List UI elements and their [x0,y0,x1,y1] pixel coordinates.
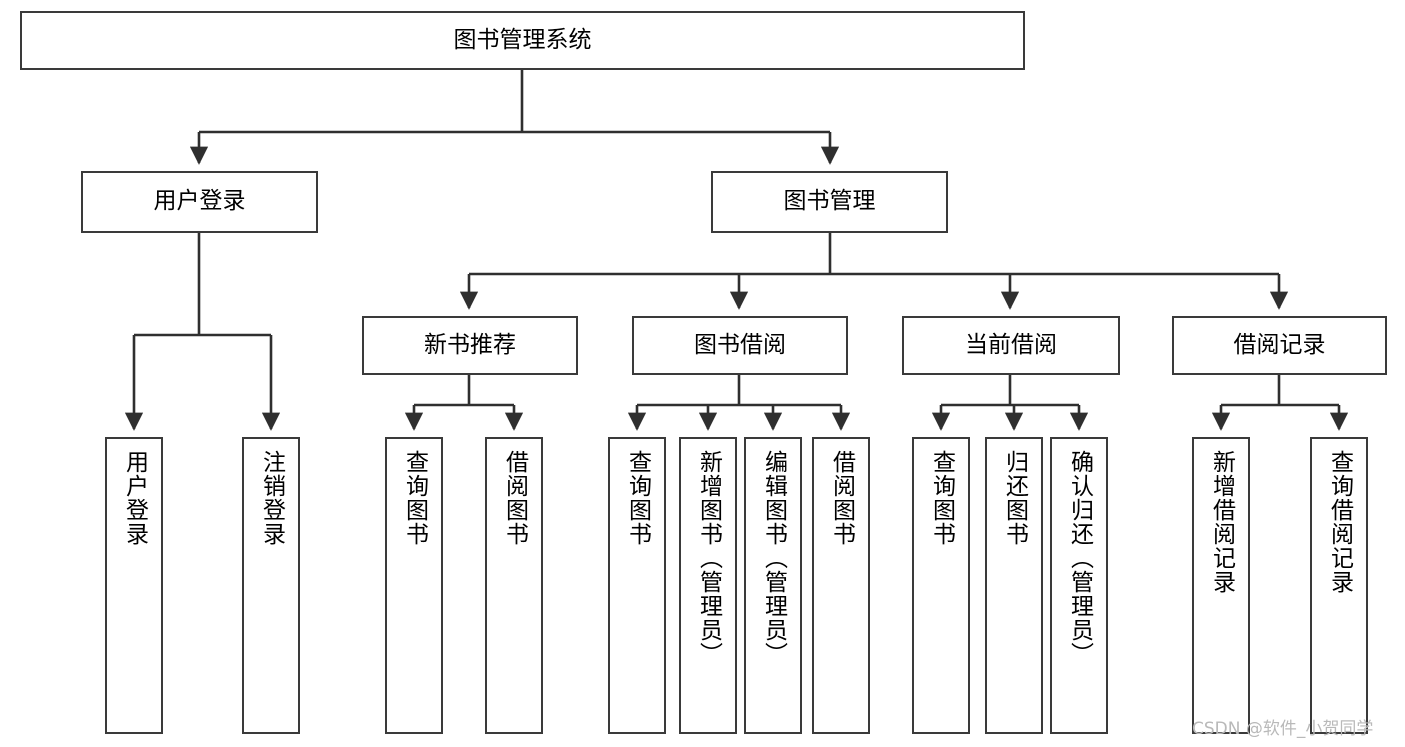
node-current-borrow[interactable]: 当前借阅 [902,316,1120,375]
node-leaf-query-record[interactable]: 查询借阅记录 [1310,437,1368,734]
node-book-borrow-label: 图书借阅 [694,331,786,358]
node-leaf-user-login-label: 用户登录 [121,450,148,546]
node-leaf-edit-book[interactable]: 编辑图书（管理员） [744,437,802,734]
node-current-borrow-label: 当前借阅 [965,331,1057,358]
node-user-login-label: 用户登录 [153,188,246,215]
node-leaf-query-book-cb-label: 查询图书 [928,450,955,546]
node-root-label: 图书管理系统 [453,26,592,53]
node-leaf-borrow-book-bb[interactable]: 借阅图书 [812,437,870,734]
node-leaf-user-logout-label: 注销登录 [258,450,285,546]
node-leaf-confirm-return[interactable]: 确认归还（管理员） [1050,437,1108,734]
node-borrow-record-label: 借阅记录 [1233,331,1326,358]
node-leaf-edit-book-label: 编辑图书（管理员） [760,450,787,666]
node-leaf-user-logout[interactable]: 注销登录 [242,437,300,734]
node-leaf-borrow-book-rec[interactable]: 借阅图书 [485,437,543,734]
node-leaf-query-book-bb[interactable]: 查询图书 [608,437,666,734]
node-leaf-borrow-book-rec-label: 借阅图书 [501,450,528,546]
node-book-manage[interactable]: 图书管理 [711,171,948,233]
node-leaf-confirm-return-label: 确认归还（管理员） [1066,450,1093,666]
node-new-book-rec[interactable]: 新书推荐 [362,316,578,375]
node-borrow-record[interactable]: 借阅记录 [1172,316,1387,375]
node-leaf-add-book[interactable]: 新增图书（管理员） [679,437,737,734]
node-leaf-add-record-label: 新增借阅记录 [1208,450,1235,594]
node-leaf-query-record-label: 查询借阅记录 [1326,450,1353,594]
node-leaf-query-book-rec-label: 查询图书 [401,450,428,546]
node-leaf-return-book[interactable]: 归还图书 [985,437,1043,734]
node-leaf-user-login[interactable]: 用户登录 [105,437,163,734]
node-leaf-borrow-book-bb-label: 借阅图书 [828,450,855,546]
node-root[interactable]: 图书管理系统 [20,11,1025,70]
node-user-login[interactable]: 用户登录 [81,171,318,233]
node-leaf-add-book-label: 新增图书（管理员） [695,450,722,666]
node-leaf-add-record[interactable]: 新增借阅记录 [1192,437,1250,734]
node-new-book-rec-label: 新书推荐 [424,331,516,358]
node-leaf-query-book-rec[interactable]: 查询图书 [385,437,443,734]
node-book-borrow[interactable]: 图书借阅 [632,316,848,375]
node-leaf-query-book-bb-label: 查询图书 [624,450,651,546]
node-leaf-return-book-label: 归还图书 [1001,450,1028,546]
node-book-manage-label: 图书管理 [783,188,876,215]
node-leaf-query-book-cb[interactable]: 查询图书 [912,437,970,734]
csdn-watermark: CSDN @软件_小贺同学 [1192,719,1374,739]
